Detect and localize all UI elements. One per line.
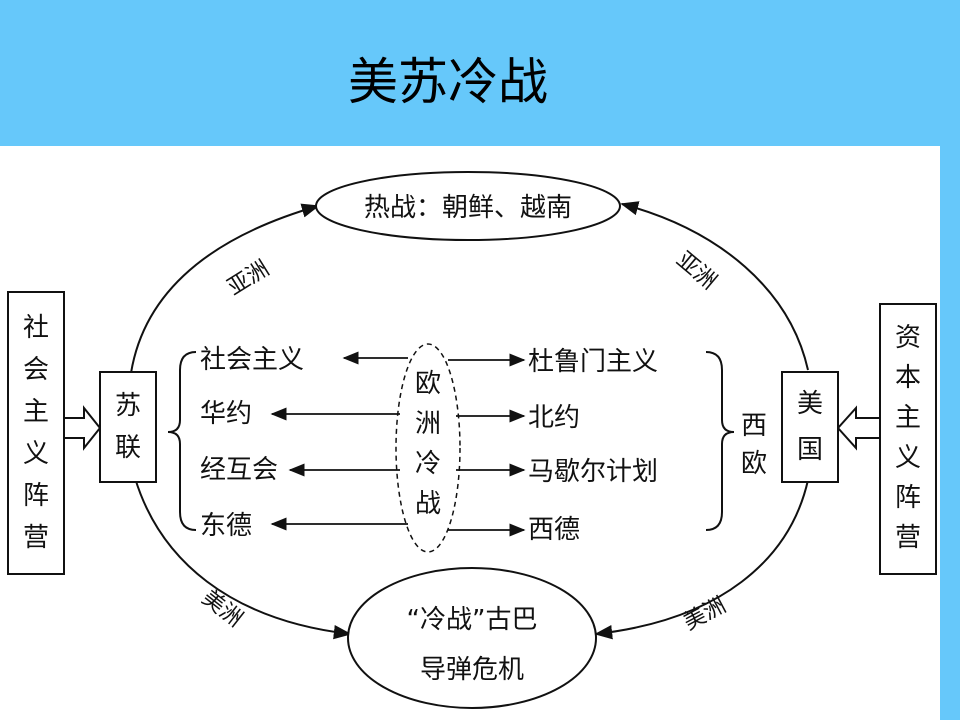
svg-text:阵: 阵	[895, 483, 921, 513]
hot-war-label: 热战：朝鲜、越南	[364, 193, 572, 223]
left-brace	[167, 351, 197, 531]
center-char-2: 洲	[415, 409, 441, 439]
route-asia-left: 亚洲	[223, 256, 274, 301]
svg-text:资: 资	[895, 323, 921, 353]
svg-text:义: 义	[23, 439, 49, 469]
usa-char-1: 美	[797, 389, 823, 419]
left-item-warsaw-pact: 华约	[200, 399, 252, 429]
hollow-arrow-left	[63, 405, 102, 451]
west-europe-char-2: 欧	[741, 449, 767, 479]
right-item-marshall-plan: 马歇尔计划	[528, 457, 658, 487]
crisis-ellipse	[347, 567, 597, 709]
right-item-west-germany: 西德	[528, 515, 580, 545]
arc-usa-to-hotwar	[620, 201, 809, 371]
left-item-east-germany: 东德	[200, 511, 252, 541]
center-char-4: 战	[415, 489, 441, 519]
ussr-box	[99, 371, 157, 483]
svg-text:本: 本	[895, 363, 921, 393]
slide-title: 美苏冷战	[348, 53, 548, 111]
crisis-label-line2: 导弹危机	[420, 655, 524, 685]
arc-usa-to-crisis	[594, 479, 809, 640]
svg-text:会: 会	[23, 355, 49, 385]
usa-box	[781, 371, 839, 483]
svg-text:社: 社	[23, 313, 49, 343]
left-item-comecon: 经互会	[200, 455, 278, 485]
svg-text:义: 义	[895, 443, 921, 473]
usa-char-2: 国	[797, 435, 823, 465]
svg-text:营: 营	[895, 523, 921, 553]
west-europe-char-1: 西	[741, 411, 767, 441]
route-america-left: 美洲	[197, 585, 247, 632]
capitalist-camp-label: 资 本 主 义 阵 营	[895, 323, 921, 553]
socialist-camp-box	[7, 291, 65, 575]
europe-cold-war-ellipse	[395, 343, 461, 553]
arc-ussr-to-hotwar	[129, 203, 320, 381]
crisis-label-line1: “冷战”古巴	[407, 605, 538, 635]
center-char-3: 冷	[415, 449, 441, 479]
capitalist-camp-box	[879, 303, 937, 575]
center-char-1: 欧	[415, 369, 441, 399]
svg-text:阵: 阵	[23, 481, 49, 511]
socialist-camp-label: 社 会 主 义 阵 营	[23, 313, 49, 553]
right-item-truman-doctrine: 杜鲁门主义	[528, 347, 658, 377]
right-brace	[705, 351, 735, 531]
route-america-right: 美洲	[680, 593, 731, 636]
ussr-char-1: 苏	[115, 391, 141, 421]
arc-ussr-to-crisis	[134, 477, 352, 640]
svg-text:主: 主	[23, 397, 49, 427]
ussr-char-2: 联	[115, 433, 141, 463]
hot-war-ellipse	[315, 171, 621, 241]
svg-text:营: 营	[23, 523, 49, 553]
svg-text:主: 主	[895, 403, 921, 433]
right-item-nato: 北约	[528, 403, 580, 433]
route-asia-right: 亚洲	[671, 247, 721, 294]
left-item-socialism: 社会主义	[200, 345, 304, 375]
hollow-arrow-right	[836, 405, 881, 451]
